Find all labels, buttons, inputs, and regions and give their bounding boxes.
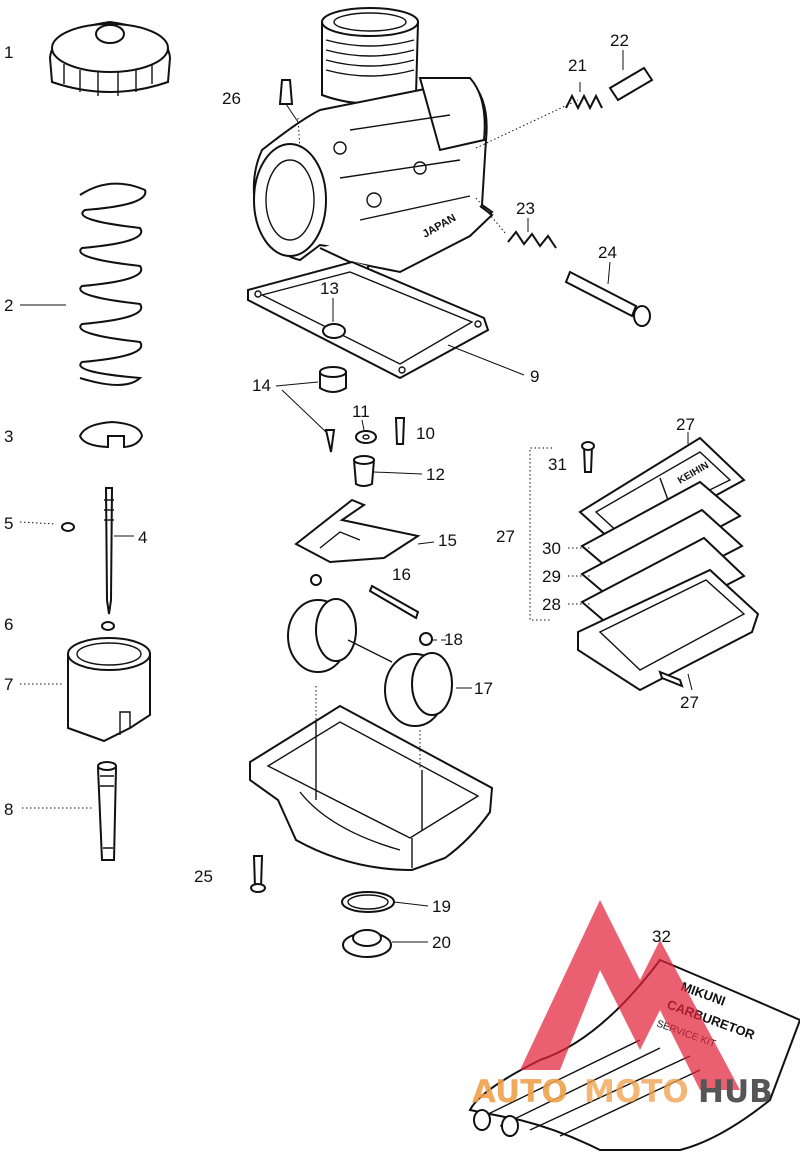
label-16: 16 <box>392 565 411 584</box>
part-25-bowl-screw <box>250 855 266 893</box>
label-29: 29 <box>542 567 561 586</box>
label-4: 4 <box>138 528 147 547</box>
part-1-top-cap <box>48 20 172 96</box>
part-14-needle-valve <box>319 366 347 453</box>
label-9: 9 <box>530 367 539 386</box>
part-18-ring <box>419 632 433 646</box>
label-6: 6 <box>4 615 13 634</box>
part-23-spring <box>507 230 557 249</box>
label-31: 31 <box>548 455 567 474</box>
part-16-float-pin <box>368 584 420 620</box>
part-float-bowl <box>249 704 494 872</box>
part-2-slide-spring <box>79 182 147 386</box>
label-8: 8 <box>4 800 13 819</box>
label-27-left: 27 <box>496 527 515 546</box>
part-carburetor-body: JAPAN <box>252 7 494 293</box>
part-5-needle-clip <box>61 522 75 532</box>
part-11-washer <box>355 430 377 444</box>
part-24-idle-screw <box>564 270 651 327</box>
label-10: 10 <box>416 424 435 443</box>
label-27-top: 27 <box>676 415 695 434</box>
part-31-pump-screw <box>581 441 595 473</box>
part-6-needle-washer <box>101 621 115 631</box>
automotohub-watermark: AUTO MOTO HUB <box>472 900 773 1110</box>
label-28: 28 <box>542 595 561 614</box>
label-21: 21 <box>568 56 587 75</box>
label-20: 20 <box>432 933 451 952</box>
label-19: 19 <box>432 897 451 916</box>
label-26: 26 <box>222 89 241 108</box>
label-11: 11 <box>352 402 370 421</box>
part-26-vent-nipple <box>278 79 299 123</box>
part-7-throttle-slide <box>67 637 151 743</box>
label-12: 12 <box>426 465 445 484</box>
part-19-bowl-gasket-ring <box>341 891 395 913</box>
label-24: 24 <box>598 243 617 262</box>
part-3-needle-retainer-plate <box>78 420 144 449</box>
part-8-needle-jet <box>96 761 118 861</box>
label-32: 32 <box>652 927 671 946</box>
leader-lines <box>19 50 693 943</box>
label-5: 5 <box>4 514 13 533</box>
part-27-pump-body <box>577 568 760 692</box>
part-10-pilot-jet <box>394 417 406 445</box>
label-25: 25 <box>194 867 213 886</box>
label-14: 14 <box>252 376 271 395</box>
part-9-float-bowl-gasket <box>247 260 490 380</box>
watermark-moto: MOTO <box>584 1074 689 1110</box>
label-13: 13 <box>320 279 339 298</box>
label-27-bottom: 27 <box>680 693 699 712</box>
watermark-logo-mark <box>520 900 740 1090</box>
label-2: 2 <box>4 296 13 315</box>
part-4-jet-needle <box>104 487 114 615</box>
label-3: 3 <box>4 427 13 446</box>
part-12-main-jet <box>352 455 376 487</box>
watermark-auto: AUTO <box>472 1074 568 1110</box>
label-1: 1 <box>4 43 13 62</box>
label-30: 30 <box>542 539 561 558</box>
label-23: 23 <box>516 199 535 218</box>
label-15: 15 <box>438 531 457 550</box>
part-number-labels: 1 2 3 4 5 6 7 8 9 10 11 12 13 14 15 16 1… <box>4 31 699 952</box>
label-7: 7 <box>4 675 13 694</box>
part-22-screw <box>608 66 654 102</box>
part-17-floats <box>287 574 453 727</box>
label-22: 22 <box>610 31 629 50</box>
part-21-spring <box>565 93 603 111</box>
watermark-hub: HUB <box>698 1074 773 1110</box>
label-17: 17 <box>474 679 493 698</box>
part-20-drain-plug <box>342 929 392 958</box>
part-15-float-arm <box>294 498 421 564</box>
label-18: 18 <box>444 630 463 649</box>
part-13-o-ring <box>322 323 346 339</box>
